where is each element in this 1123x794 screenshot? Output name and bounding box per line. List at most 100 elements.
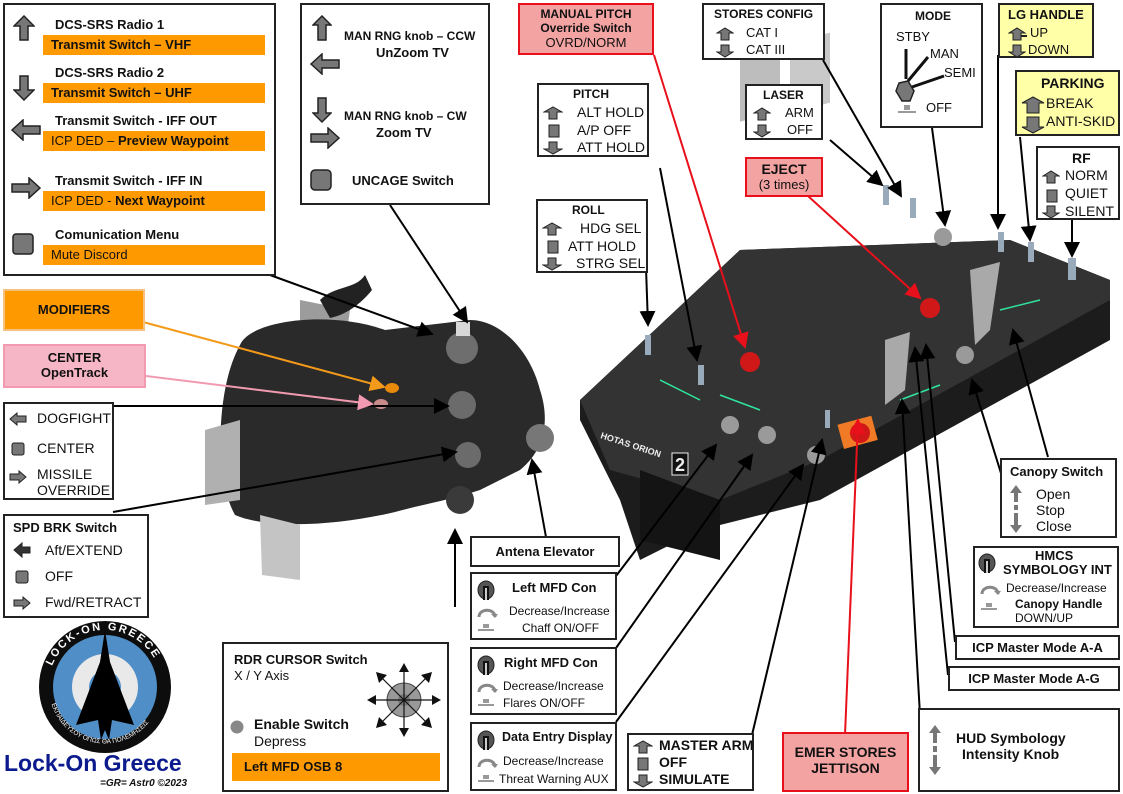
- mode-title: MODE: [915, 9, 951, 23]
- left-mfd-con-rotate: Decrease/Increase: [509, 604, 610, 618]
- toggle-up-icon: [1008, 27, 1027, 41]
- emer-stores-jettison-box: EMER STORES JETTISON: [782, 732, 909, 792]
- arrow-left-icon: [11, 119, 41, 141]
- dogfight-box: DOGFIGHT CENTER MISSILE OVERRIDE: [3, 402, 114, 500]
- lg-handle-up: UP: [1030, 25, 1049, 40]
- toggle-center-icon: [547, 240, 559, 254]
- rdr-cursor-switch: [446, 486, 474, 514]
- radio1-title: DCS-SRS Radio 1: [55, 17, 165, 32]
- center-opentrack-title: CENTER: [47, 350, 102, 365]
- square-button-icon: [15, 570, 29, 584]
- toggle-up-icon: [1042, 170, 1060, 184]
- toggle-up-icon: [753, 107, 771, 121]
- square-button-icon: [310, 169, 332, 191]
- parking-title: PARKING: [1041, 75, 1105, 91]
- right-mfd-con-rotate: Decrease/Increase: [503, 679, 604, 693]
- toggle-down-icon: [542, 257, 562, 271]
- spd-brk-fwd: Fwd/RETRACT: [45, 594, 142, 610]
- canopy-switch-box: Canopy Switch Open Stop Close: [1000, 458, 1117, 538]
- hmcs-rotate: Decrease/Increase: [1006, 581, 1107, 595]
- manual-pitch-box: MANUAL PITCH Override Switch OVRD/NORM: [518, 3, 654, 55]
- stores-config-box: STORES CONFIG CAT I CAT III: [702, 3, 825, 60]
- rf-quiet: QUIET: [1065, 185, 1108, 201]
- man-rng-ccw-label: MAN RNG knob – CCW: [344, 29, 476, 43]
- toggle-up-icon: [543, 106, 563, 120]
- up-stop-down-icon: [1010, 485, 1022, 533]
- rotate-icon: [477, 758, 498, 768]
- rotary-selector-icon: [895, 49, 945, 102]
- roll-strg-sel: STRG SEL: [576, 255, 646, 271]
- hud-symbology-box: HUD Symbology Intensity Knob: [918, 708, 1120, 792]
- iff-out-sub-action: Preview Waypoint: [117, 133, 229, 148]
- canopy-stop: Stop: [1036, 502, 1065, 518]
- enable-switch-label: Enable Switch: [254, 716, 349, 732]
- master-arm-off: OFF: [659, 754, 687, 770]
- arrow-right-icon: [9, 470, 27, 484]
- hud-symbology-sub: Intensity Knob: [962, 746, 1060, 762]
- arrow-left-icon: [310, 53, 340, 75]
- pitch-alt-hold: ALT HOLD: [577, 104, 645, 120]
- eject-title: EJECT: [761, 161, 807, 177]
- canopy-handle-label: Canopy Handle: [1015, 597, 1103, 611]
- square-button-icon: [12, 233, 34, 255]
- hmcs-sub: SYMBOLOGY INT: [1003, 562, 1112, 577]
- radio-transmit-box: DCS-SRS Radio 1 Transmit Switch – VHF DC…: [3, 3, 276, 276]
- emer-stores-sub: JETTISON: [811, 760, 880, 776]
- device-model: 2: [675, 455, 685, 475]
- pitch-ap-off: A/P OFF: [577, 122, 632, 138]
- spd-brk-title: SPD BRK Switch: [13, 520, 118, 535]
- radio2-sub: Transmit Switch – UHF: [43, 83, 265, 103]
- eject-sub: (3 times): [758, 177, 810, 192]
- arrow-up-icon: [312, 15, 332, 41]
- comm-menu-sub: Mute Discord: [43, 245, 265, 265]
- roundel-emblem: LOCK-ON GREECE ΕΚΠΑΙΔΕΥΣΟΥ ΟΠΩΣ ΘΑ ΠΟΛΕΜ…: [39, 621, 171, 753]
- manual-pitch-switch: [740, 352, 760, 372]
- push-icon: [478, 624, 494, 631]
- spd-brk-off: OFF: [45, 568, 73, 584]
- man-rng-box: MAN RNG knob – CCW UnZoom TV MAN RNG kno…: [300, 3, 490, 205]
- spd-brk-box: SPD BRK Switch Aft/EXTEND OFF Fwd/RETRAC…: [3, 514, 149, 618]
- roll-att-hold: ATT HOLD: [568, 238, 636, 254]
- zoom-tv-label: Zoom TV: [376, 125, 432, 140]
- uncage-switch-label: UNCAGE Switch: [352, 173, 454, 188]
- center-opentrack-sub: OpenTrack: [40, 365, 109, 380]
- stores-config-title: STORES CONFIG: [714, 7, 814, 21]
- parking-box: PARKING BREAK ANTI-SKID: [1015, 70, 1120, 136]
- roll-hdg-sel: HDG SEL: [580, 220, 642, 236]
- toggle-center-icon: [1046, 189, 1058, 203]
- iff-out-sub: ICP DED – Preview Waypoint: [43, 131, 265, 151]
- comm-menu-title: Comunication Menu: [55, 227, 180, 242]
- right-mfd-con-box: Right MFD Con Decrease/Increase Flares O…: [470, 647, 617, 715]
- mode-off: OFF: [926, 100, 952, 115]
- center-opentrack-box: CENTER OpenTrack: [3, 344, 146, 388]
- eject-button: [920, 298, 940, 318]
- up-stop-down-icon: [929, 725, 941, 775]
- unzoom-tv-label: UnZoom TV: [376, 45, 449, 60]
- stores-config-up: CAT I: [746, 25, 779, 40]
- rdr-cursor-axis: X / Y Axis: [234, 668, 290, 683]
- lg-handle-box: LG HANDLE UP DOWN: [998, 3, 1094, 58]
- toggle-center-icon: [548, 124, 560, 138]
- mode-man: MAN: [930, 46, 959, 61]
- canopy-switch-title: Canopy Switch: [1010, 464, 1104, 479]
- missile-override-label-2: OVERRIDE: [37, 482, 111, 498]
- rf-silent: SILENT: [1065, 203, 1115, 219]
- laser-title: LASER: [763, 88, 804, 102]
- icp-master-mode-aa-box: ICP Master Mode A-A: [955, 635, 1120, 660]
- iff-in-sub-action: Next Waypoint: [115, 193, 205, 208]
- dogfight-label: DOGFIGHT: [37, 410, 111, 426]
- left-mfd-con-push: Chaff ON/OFF: [522, 621, 600, 635]
- enable-switch-depress: Depress: [254, 733, 307, 749]
- canopy-close: Close: [1036, 518, 1072, 534]
- spd-brk-switch: [455, 442, 481, 468]
- knob-icon: [978, 553, 996, 573]
- push-icon: [478, 775, 494, 782]
- ded-rotate: Decrease/Increase: [503, 754, 604, 768]
- toggle-down-icon: [1021, 116, 1045, 134]
- arrow-left-icon: [13, 542, 31, 558]
- arrow-down-icon: [13, 75, 35, 101]
- hmcs-title: HMCS: [1035, 548, 1074, 563]
- rotate-icon: [477, 683, 498, 693]
- lock-on-greece-logo: LOCK-ON GREECE ΕΚΠΑΙΔΕΥΣΟΥ ΟΠΩΣ ΘΑ ΠΟΛΕΜ…: [0, 620, 215, 794]
